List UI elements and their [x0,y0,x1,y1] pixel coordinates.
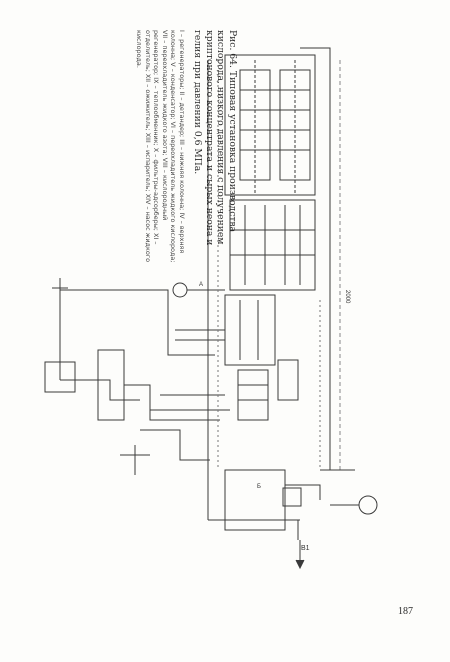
figure-caption: Рис. 64. Типовая установка производства … [88,30,238,265]
left-inlet-valve [52,278,68,300]
bottom-label: В1 [301,545,310,552]
right-main-pipe [300,47,331,470]
column-block-upper [224,54,316,196]
valve-circle [172,282,188,298]
column-block-lower [229,199,316,291]
figure-legend: I – регенераторы; II – детандер; III – н… [135,30,186,263]
heat-exchanger-box [224,294,276,366]
left-filter-box [44,361,76,393]
lower-apparatus [224,469,286,531]
mark-b-label: Б [257,484,261,490]
pump-circle [358,495,378,515]
separator-box [237,369,269,421]
dimension-label: 2000 [344,290,350,304]
figure-title: Рис. 64. Типовая установка производства … [192,30,239,246]
left-column-box [97,349,125,421]
page-number: 187 [398,606,413,617]
mark-a-label: А [199,282,203,288]
